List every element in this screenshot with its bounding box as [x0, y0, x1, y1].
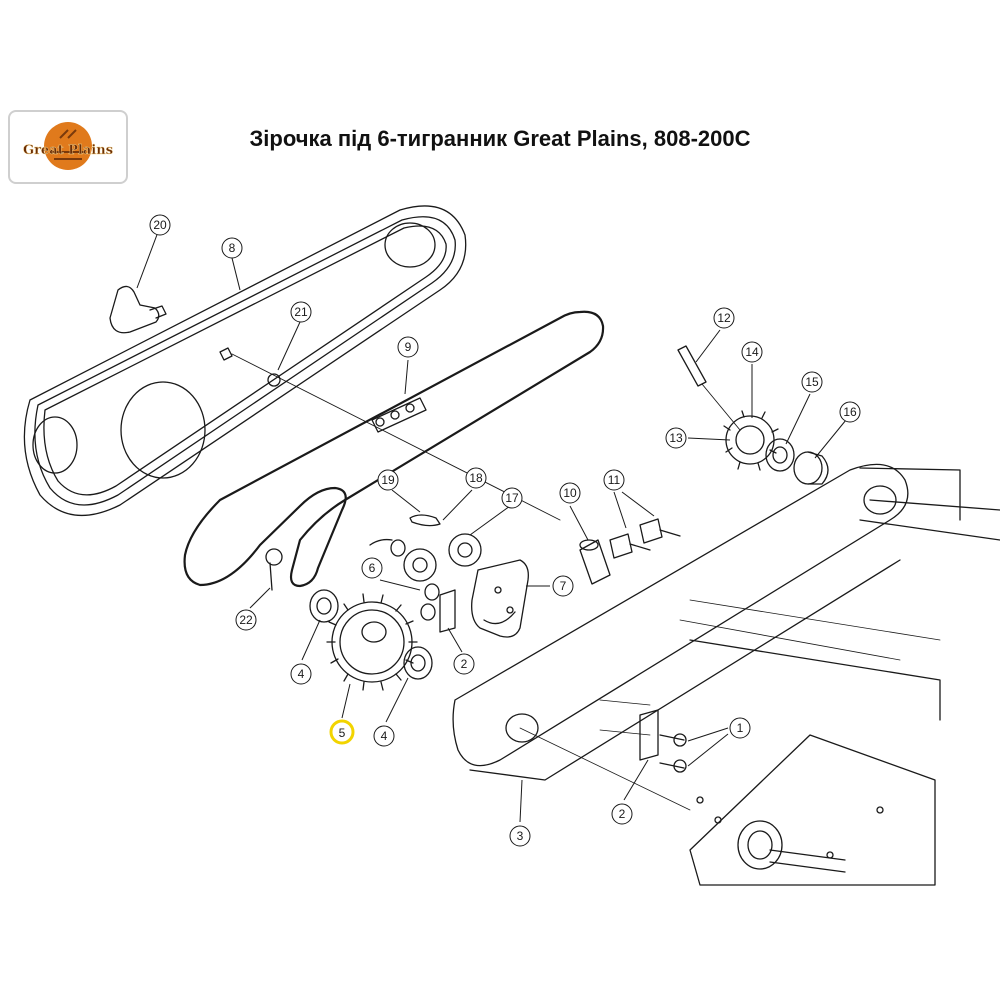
bolts-part [609, 518, 681, 559]
washer-part [390, 539, 440, 621]
callout-13: 13 [669, 431, 683, 445]
callout-17: 17 [505, 491, 519, 505]
callout-10: 10 [563, 486, 577, 500]
callout-19: 19 [381, 473, 395, 487]
callout-22: 22 [239, 613, 253, 627]
lynch-pin-22 [265, 548, 283, 591]
callout-12: 12 [717, 311, 731, 325]
callout-4-left: 4 [298, 667, 305, 681]
bracket-part [471, 559, 529, 638]
small-sprocket-lower [403, 548, 437, 582]
callout-5-highlighted: 5 [339, 726, 346, 740]
logo-text: Great Plains [23, 143, 113, 158]
shield-guard [23, 205, 467, 517]
callout-8: 8 [229, 241, 236, 255]
callout-labels [136, 214, 861, 847]
callout-9: 9 [405, 340, 412, 354]
bushing-4-left [309, 589, 339, 623]
callout-3: 3 [517, 829, 524, 843]
bearing-part [793, 451, 829, 485]
small-bracket [439, 589, 456, 633]
callout-14: 14 [745, 345, 759, 359]
callout-15: 15 [805, 375, 819, 389]
knob-part [109, 285, 167, 334]
small-sprocket-upper [448, 533, 482, 567]
drive-chain [183, 310, 605, 588]
page-title: Зірочка під 6-тигранник Great Plains, 80… [249, 126, 751, 151]
spacer-part [579, 539, 611, 585]
great-plains-logo: Great Plains [23, 122, 113, 170]
right-bracket-2 [639, 709, 687, 773]
callout-7: 7 [560, 579, 567, 593]
main-sprocket-5 [326, 593, 418, 691]
bushing-4-right [403, 646, 433, 680]
chain-link-part [371, 397, 427, 433]
callout-20: 20 [153, 218, 167, 232]
callout-18: 18 [469, 471, 483, 485]
mounting-plate [689, 734, 936, 886]
callout-6: 6 [369, 561, 376, 575]
brand-logo-frame: Great Plains [8, 110, 128, 184]
axis-lines [519, 599, 941, 811]
bushing-part [765, 438, 795, 472]
callout-2-right: 2 [619, 807, 626, 821]
callout-1: 1 [737, 721, 744, 735]
frame-bar [452, 463, 1000, 781]
cotter-pin-19 [369, 514, 441, 546]
callout-16: 16 [843, 405, 857, 419]
callout-2-left: 2 [461, 657, 468, 671]
pin-part [677, 345, 741, 431]
callout-21: 21 [294, 305, 308, 319]
callout-11: 11 [608, 473, 621, 487]
callout-4-right: 4 [381, 729, 388, 743]
